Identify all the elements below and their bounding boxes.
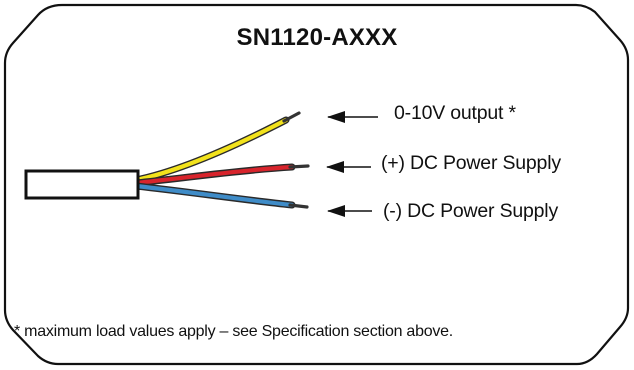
wire-blue-tip — [288, 203, 309, 209]
sensor-body — [24, 169, 140, 200]
diagram-frame — [3, 3, 630, 366]
wire-red — [133, 164, 295, 186]
left-arrow-icon — [326, 161, 371, 173]
diagram-title: SN1120-AXXX — [236, 24, 398, 51]
wire-yellow — [133, 117, 289, 183]
left-arrow-icon — [327, 111, 378, 123]
wires — [132, 111, 310, 209]
wire-red-tip — [288, 164, 310, 169]
left-arrow-icon — [327, 205, 372, 217]
wire-label-positive-supply: (+) DC Power Supply — [381, 152, 561, 174]
wire-label-negative-supply: (-) DC Power Supply — [383, 200, 558, 222]
footnote: * maximum load values apply – see Specif… — [14, 323, 453, 340]
wire-blue — [133, 183, 295, 208]
wire-yellow-tip — [282, 111, 301, 123]
wire-label-output: 0-10V output * — [394, 102, 516, 124]
